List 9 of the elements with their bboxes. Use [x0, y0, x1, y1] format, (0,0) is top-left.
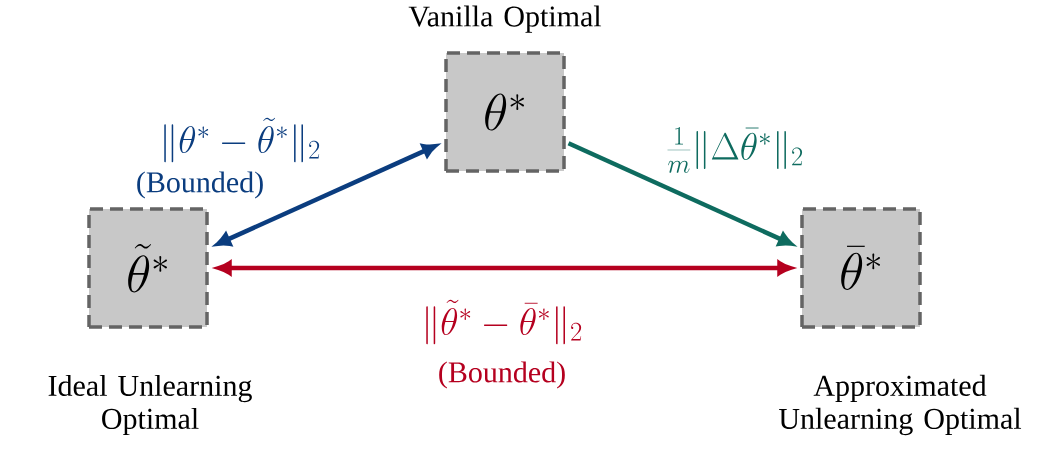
dashed-box: $\tilde{\theta}^*$	[87, 207, 209, 329]
dashed-box: $\bar{\theta}^*$	[800, 207, 922, 329]
edge-label: $\|\tilde{\theta}^* - \bar{\theta}^*\|_2$	[426, 299, 582, 345]
dashed-box: $\theta^*$	[444, 51, 566, 173]
node-label: Vanilla Optimal	[408, 5, 602, 33]
node-label: Ideal Unlearning Optimal	[48, 374, 252, 436]
note: (Bounded)	[439, 361, 565, 389]
node-label: Approximated Unlearning Optimal	[779, 374, 1022, 436]
edge-label: $\|\theta^* - \tilde{\theta}^*\|_2$	[164, 117, 320, 163]
